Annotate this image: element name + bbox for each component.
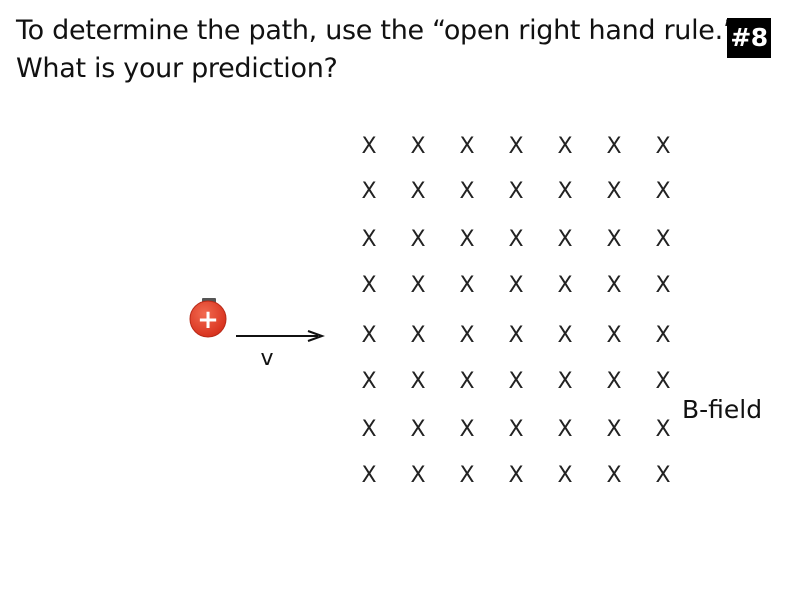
field-x-mark: X (606, 134, 621, 159)
field-x-mark: X (606, 323, 621, 348)
field-x-mark: X (459, 323, 474, 348)
title-line-2: What is your prediction? (16, 53, 338, 84)
charge-circle (189, 300, 227, 338)
field-x-mark: X (459, 369, 474, 394)
title-line-1: To determine the path, use the “open rig… (16, 15, 737, 46)
field-label: B-field (682, 395, 762, 424)
field-x-mark: X (655, 179, 670, 204)
field-x-mark: X (410, 179, 425, 204)
field-x-mark: X (410, 323, 425, 348)
field-x-mark: X (508, 369, 523, 394)
field-x-mark: X (508, 463, 523, 488)
field-x-mark: X (410, 369, 425, 394)
field-x-mark: X (655, 369, 670, 394)
field-x-mark: X (606, 227, 621, 252)
velocity-arrow (236, 330, 325, 342)
field-x-mark: X (557, 323, 572, 348)
field-x-mark: X (557, 134, 572, 159)
field-x-mark: X (459, 227, 474, 252)
field-x-mark: X (557, 273, 572, 298)
field-x-mark: X (606, 463, 621, 488)
field-x-mark: X (557, 227, 572, 252)
field-x-mark: X (606, 369, 621, 394)
field-x-mark: X (361, 179, 376, 204)
field-x-mark: X (606, 417, 621, 442)
field-x-mark: X (459, 463, 474, 488)
field-x-mark: X (655, 417, 670, 442)
slide-number-badge: #8 (727, 18, 771, 58)
field-x-mark: X (508, 134, 523, 159)
positive-charge: + (189, 298, 227, 338)
field-x-mark: X (557, 369, 572, 394)
field-x-mark: X (361, 369, 376, 394)
field-x-mark: X (459, 134, 474, 159)
field-x-mark: X (410, 417, 425, 442)
field-x-mark: X (361, 323, 376, 348)
field-x-mark: X (655, 463, 670, 488)
field-x-mark: X (655, 323, 670, 348)
field-x-mark: X (361, 463, 376, 488)
field-x-mark: X (361, 417, 376, 442)
field-x-mark: X (655, 273, 670, 298)
field-x-mark: X (410, 227, 425, 252)
velocity-arrow-head (307, 330, 325, 342)
field-x-mark: X (557, 463, 572, 488)
field-x-mark: X (508, 227, 523, 252)
field-x-mark: X (508, 179, 523, 204)
field-x-mark: X (508, 273, 523, 298)
field-x-mark: X (459, 179, 474, 204)
slide-title: To determine the path, use the “open rig… (16, 12, 737, 88)
field-x-mark: X (410, 463, 425, 488)
field-x-mark: X (557, 417, 572, 442)
field-x-mark: X (459, 273, 474, 298)
field-x-mark: X (508, 417, 523, 442)
field-x-mark: X (361, 273, 376, 298)
field-x-mark: X (410, 134, 425, 159)
field-x-mark: X (508, 323, 523, 348)
field-x-mark: X (459, 417, 474, 442)
charge-sign: + (197, 305, 219, 335)
field-x-mark: X (655, 227, 670, 252)
field-x-mark: X (361, 227, 376, 252)
field-x-mark: X (557, 179, 572, 204)
field-x-mark: X (410, 273, 425, 298)
field-x-mark: X (655, 134, 670, 159)
field-x-mark: X (606, 179, 621, 204)
field-x-mark: X (361, 134, 376, 159)
field-x-mark: X (606, 273, 621, 298)
velocity-label: v (260, 346, 273, 371)
